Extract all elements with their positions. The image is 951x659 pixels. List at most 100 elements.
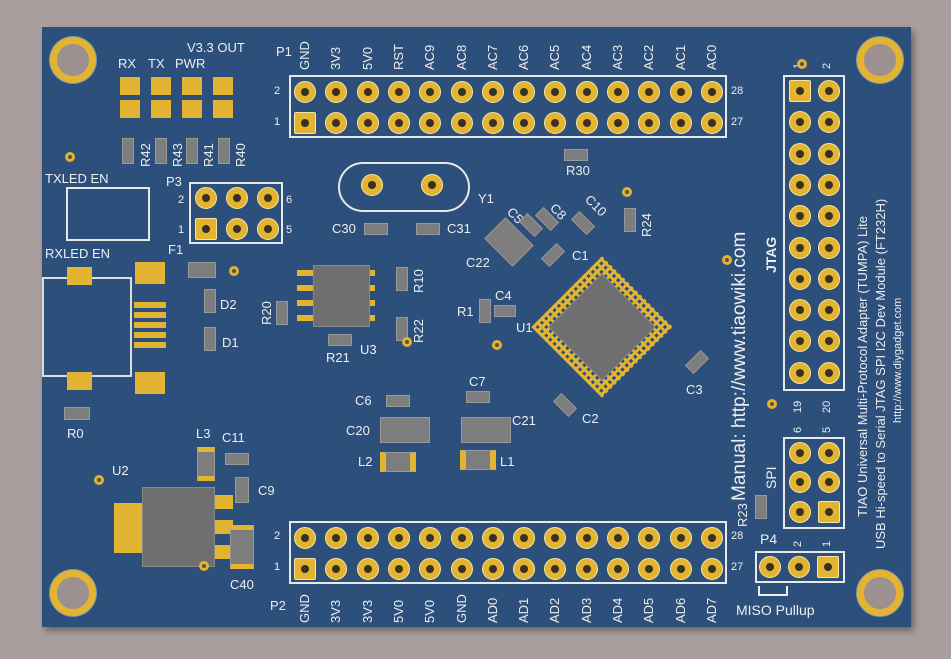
capacitor-c6 [386,395,410,407]
p2-pin [325,527,348,549]
p2-pin [481,558,504,580]
label-r43: R43 [170,143,185,167]
jtag-pin [789,80,811,102]
p1-pin-label: AC3 [610,44,625,70]
row-label: 28 [731,530,744,542]
u2-lead [215,520,233,534]
u2-lead [215,545,233,559]
spi-label: SPI [763,466,779,489]
miso-pullup-label: MISO Pullup [736,602,815,618]
usb-pad [135,372,165,394]
capacitor-c21 [461,417,511,443]
capacitor-c3 [684,349,710,375]
label-c20: C20 [346,423,370,438]
p2-pin-label: 3V3 [359,599,375,623]
p2-pin [513,527,536,549]
fuse-f1 [188,262,216,278]
via [722,255,732,265]
label-l3: L3 [196,426,211,441]
p1-pin [607,81,629,103]
pcb-board: V3.3 OUT RX TX PWR R42 R43 R41 R40 TXLED… [42,27,911,627]
capacitor-c40 [230,525,254,569]
led-pad [213,100,233,118]
p2-pin [419,558,442,580]
p3-num: 6 [286,194,293,206]
capacitor-c30 [364,223,388,235]
jtag-pin-num: 19 [792,400,804,413]
spi-pin [818,471,840,493]
board-title-line-2: USB Hi-speed to Serial JTAG SPI I2C Dev … [873,198,888,549]
p2-pin [575,558,598,580]
led-pad [182,100,202,118]
usb-connector [42,277,132,377]
mounting-hole [857,37,903,83]
via [199,561,209,571]
jtag-pin [789,267,811,290]
p1-pin-label: AC6 [516,44,532,70]
label-r0: R0 [67,426,84,441]
jtag-pin-num: 2 [821,62,833,69]
resistor-r20 [276,301,288,325]
inductor-l2 [380,452,416,472]
txled-en-label: TXLED EN [45,171,109,186]
capacitor-c11 [225,453,249,465]
jtag-pin [789,236,811,259]
p2-pin [638,558,661,580]
p1-pin [356,81,379,103]
rx-led-label: RX [118,56,137,71]
spi-pin-num: 5 [821,426,833,433]
spi-pin [818,442,840,464]
p1-pin [325,112,348,134]
p1-pin [294,112,316,134]
p1-pin-label: 5V0 [359,46,375,70]
label-r41: R41 [201,143,216,167]
p3-pin [257,218,279,240]
label-c4: C4 [495,288,512,303]
p2-pin-label: AD3 [578,597,594,623]
p1-pin [700,81,723,103]
board-title-line-1: TIAO Universal Multi-Protocol Adapter (T… [855,215,870,517]
p1-pin-label: AC1 [672,44,688,70]
jtag-pin [818,111,840,134]
p1-pin-label: AC2 [641,44,657,70]
label-c21: C21 [512,413,536,428]
jtag-pin [789,205,811,228]
led-pad [151,77,171,95]
p1-pin [481,81,504,103]
txled-en-jumper[interactable] [66,187,150,241]
jtag-pin [818,80,840,102]
diode-d1 [204,327,216,351]
p1-pin-label: AC7 [484,44,500,70]
via [622,187,632,197]
spi-pin [818,501,840,523]
p1-pin [669,81,692,103]
label-r40: R40 [233,143,248,167]
p1-pin [450,112,473,134]
resistor-r0 [64,407,90,420]
label-c30: C30 [332,221,356,236]
p1-pin [513,81,536,103]
via [767,399,777,409]
p2-pin [419,527,442,549]
label-c3: C3 [686,382,703,397]
p2-pin [669,558,692,580]
p2-pin-label: AD7 [703,597,719,623]
p2-pin [638,527,661,549]
label-r23: R23 [735,503,750,527]
resistor-r1 [479,299,491,323]
p3-pin [195,187,217,209]
jtag-pin [818,361,840,384]
p2-pin [700,527,723,549]
p1-pin [325,81,348,103]
row-label: 1 [274,561,281,573]
p1-pin [669,112,692,134]
label-c6: C6 [355,393,372,408]
jtag-header [783,75,845,391]
label-r10: R10 [411,269,426,293]
capacitor-c9 [235,477,249,503]
p4-pin [788,556,810,578]
row-label: 28 [731,85,744,97]
spi-pin-num: 6 [792,426,804,433]
p2-pin-label: 5V0 [390,599,406,623]
p2-pin [387,527,410,549]
